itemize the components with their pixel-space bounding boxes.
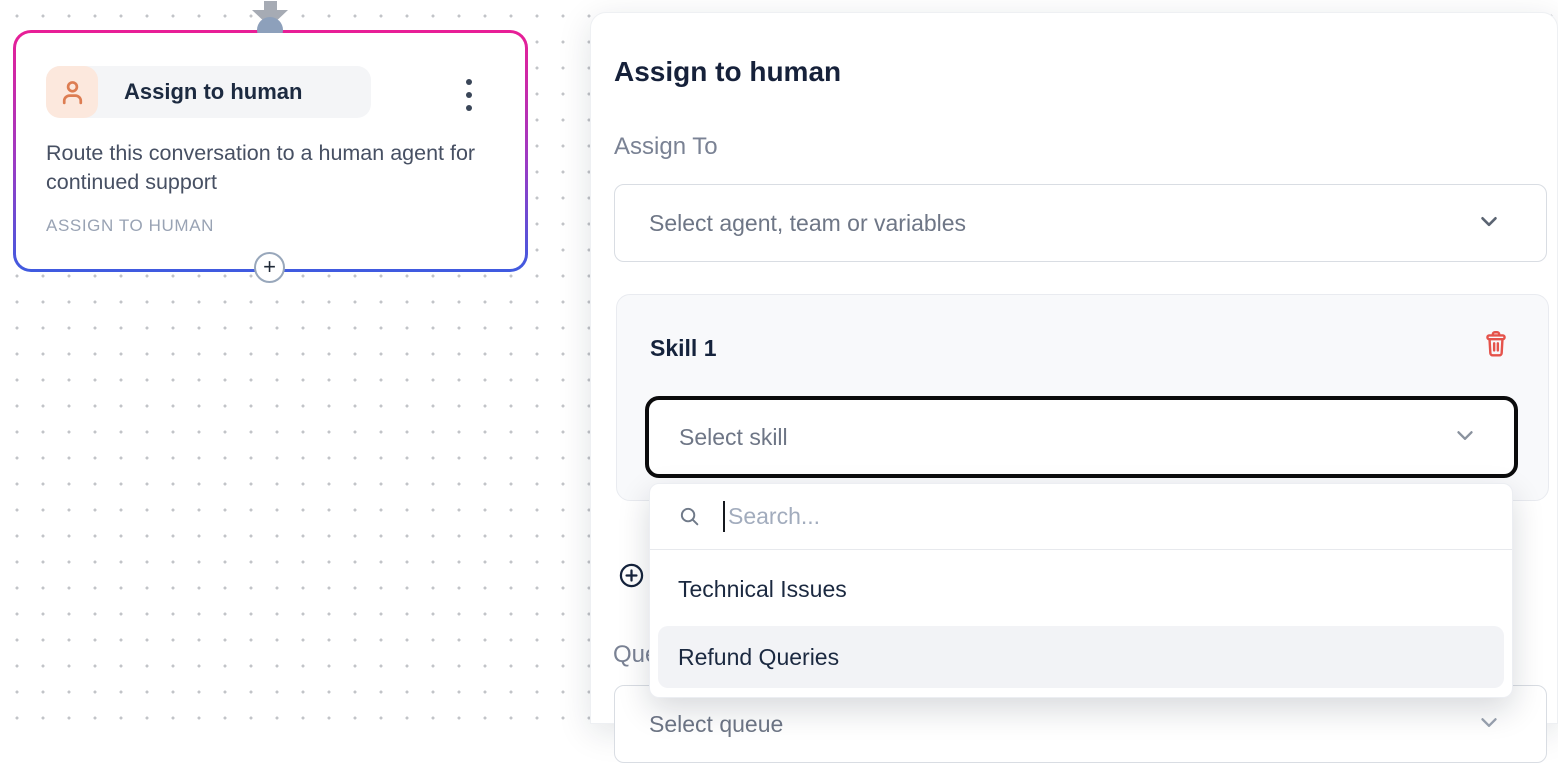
node-header: Assign to human (46, 66, 371, 118)
assign-to-human-node[interactable]: Assign to human Route this conversation … (13, 1, 528, 283)
skill-placeholder: Select skill (679, 423, 788, 450)
node-config-panel: Assign to human Assign To Select agent, … (590, 12, 1558, 763)
node-title: Assign to human (124, 79, 303, 104)
skill-select[interactable]: Select skill (645, 396, 1518, 478)
chevron-down-icon (1476, 709, 1502, 740)
node-type-label: ASSIGN TO HUMAN (46, 216, 215, 235)
dropdown-options: Technical Issues Refund Queries (650, 550, 1512, 696)
add-node-button[interactable]: + (254, 252, 285, 283)
text-cursor (723, 501, 725, 532)
skill-search-input[interactable] (728, 503, 1328, 530)
add-skill-button[interactable] (618, 562, 645, 594)
assign-to-placeholder: Select agent, team or variables (649, 209, 967, 236)
node-menu-button[interactable] (464, 77, 474, 113)
chevron-down-icon (1452, 422, 1478, 453)
node-description: Route this conversation to a human agent… (46, 141, 476, 194)
skill-dropdown-popup: Technical Issues Refund Queries (649, 483, 1513, 698)
assign-to-select[interactable]: Select agent, team or variables (614, 184, 1547, 262)
dropdown-option-refund-queries[interactable]: Refund Queries (658, 626, 1504, 688)
skill-title: Skill 1 (650, 335, 717, 361)
search-icon (680, 507, 699, 526)
queue-placeholder: Select queue (649, 710, 784, 737)
dropdown-option-technical-issues[interactable]: Technical Issues (678, 575, 847, 602)
dropdown-search-row (650, 484, 1512, 550)
delete-skill-button[interactable] (1482, 329, 1510, 364)
panel-title: Assign to human (614, 56, 842, 87)
skill-card: Skill 1 Select skill (616, 294, 1549, 501)
assign-to-label: Assign To (614, 133, 718, 160)
chevron-down-icon (1476, 208, 1502, 239)
person-icon (46, 66, 98, 118)
